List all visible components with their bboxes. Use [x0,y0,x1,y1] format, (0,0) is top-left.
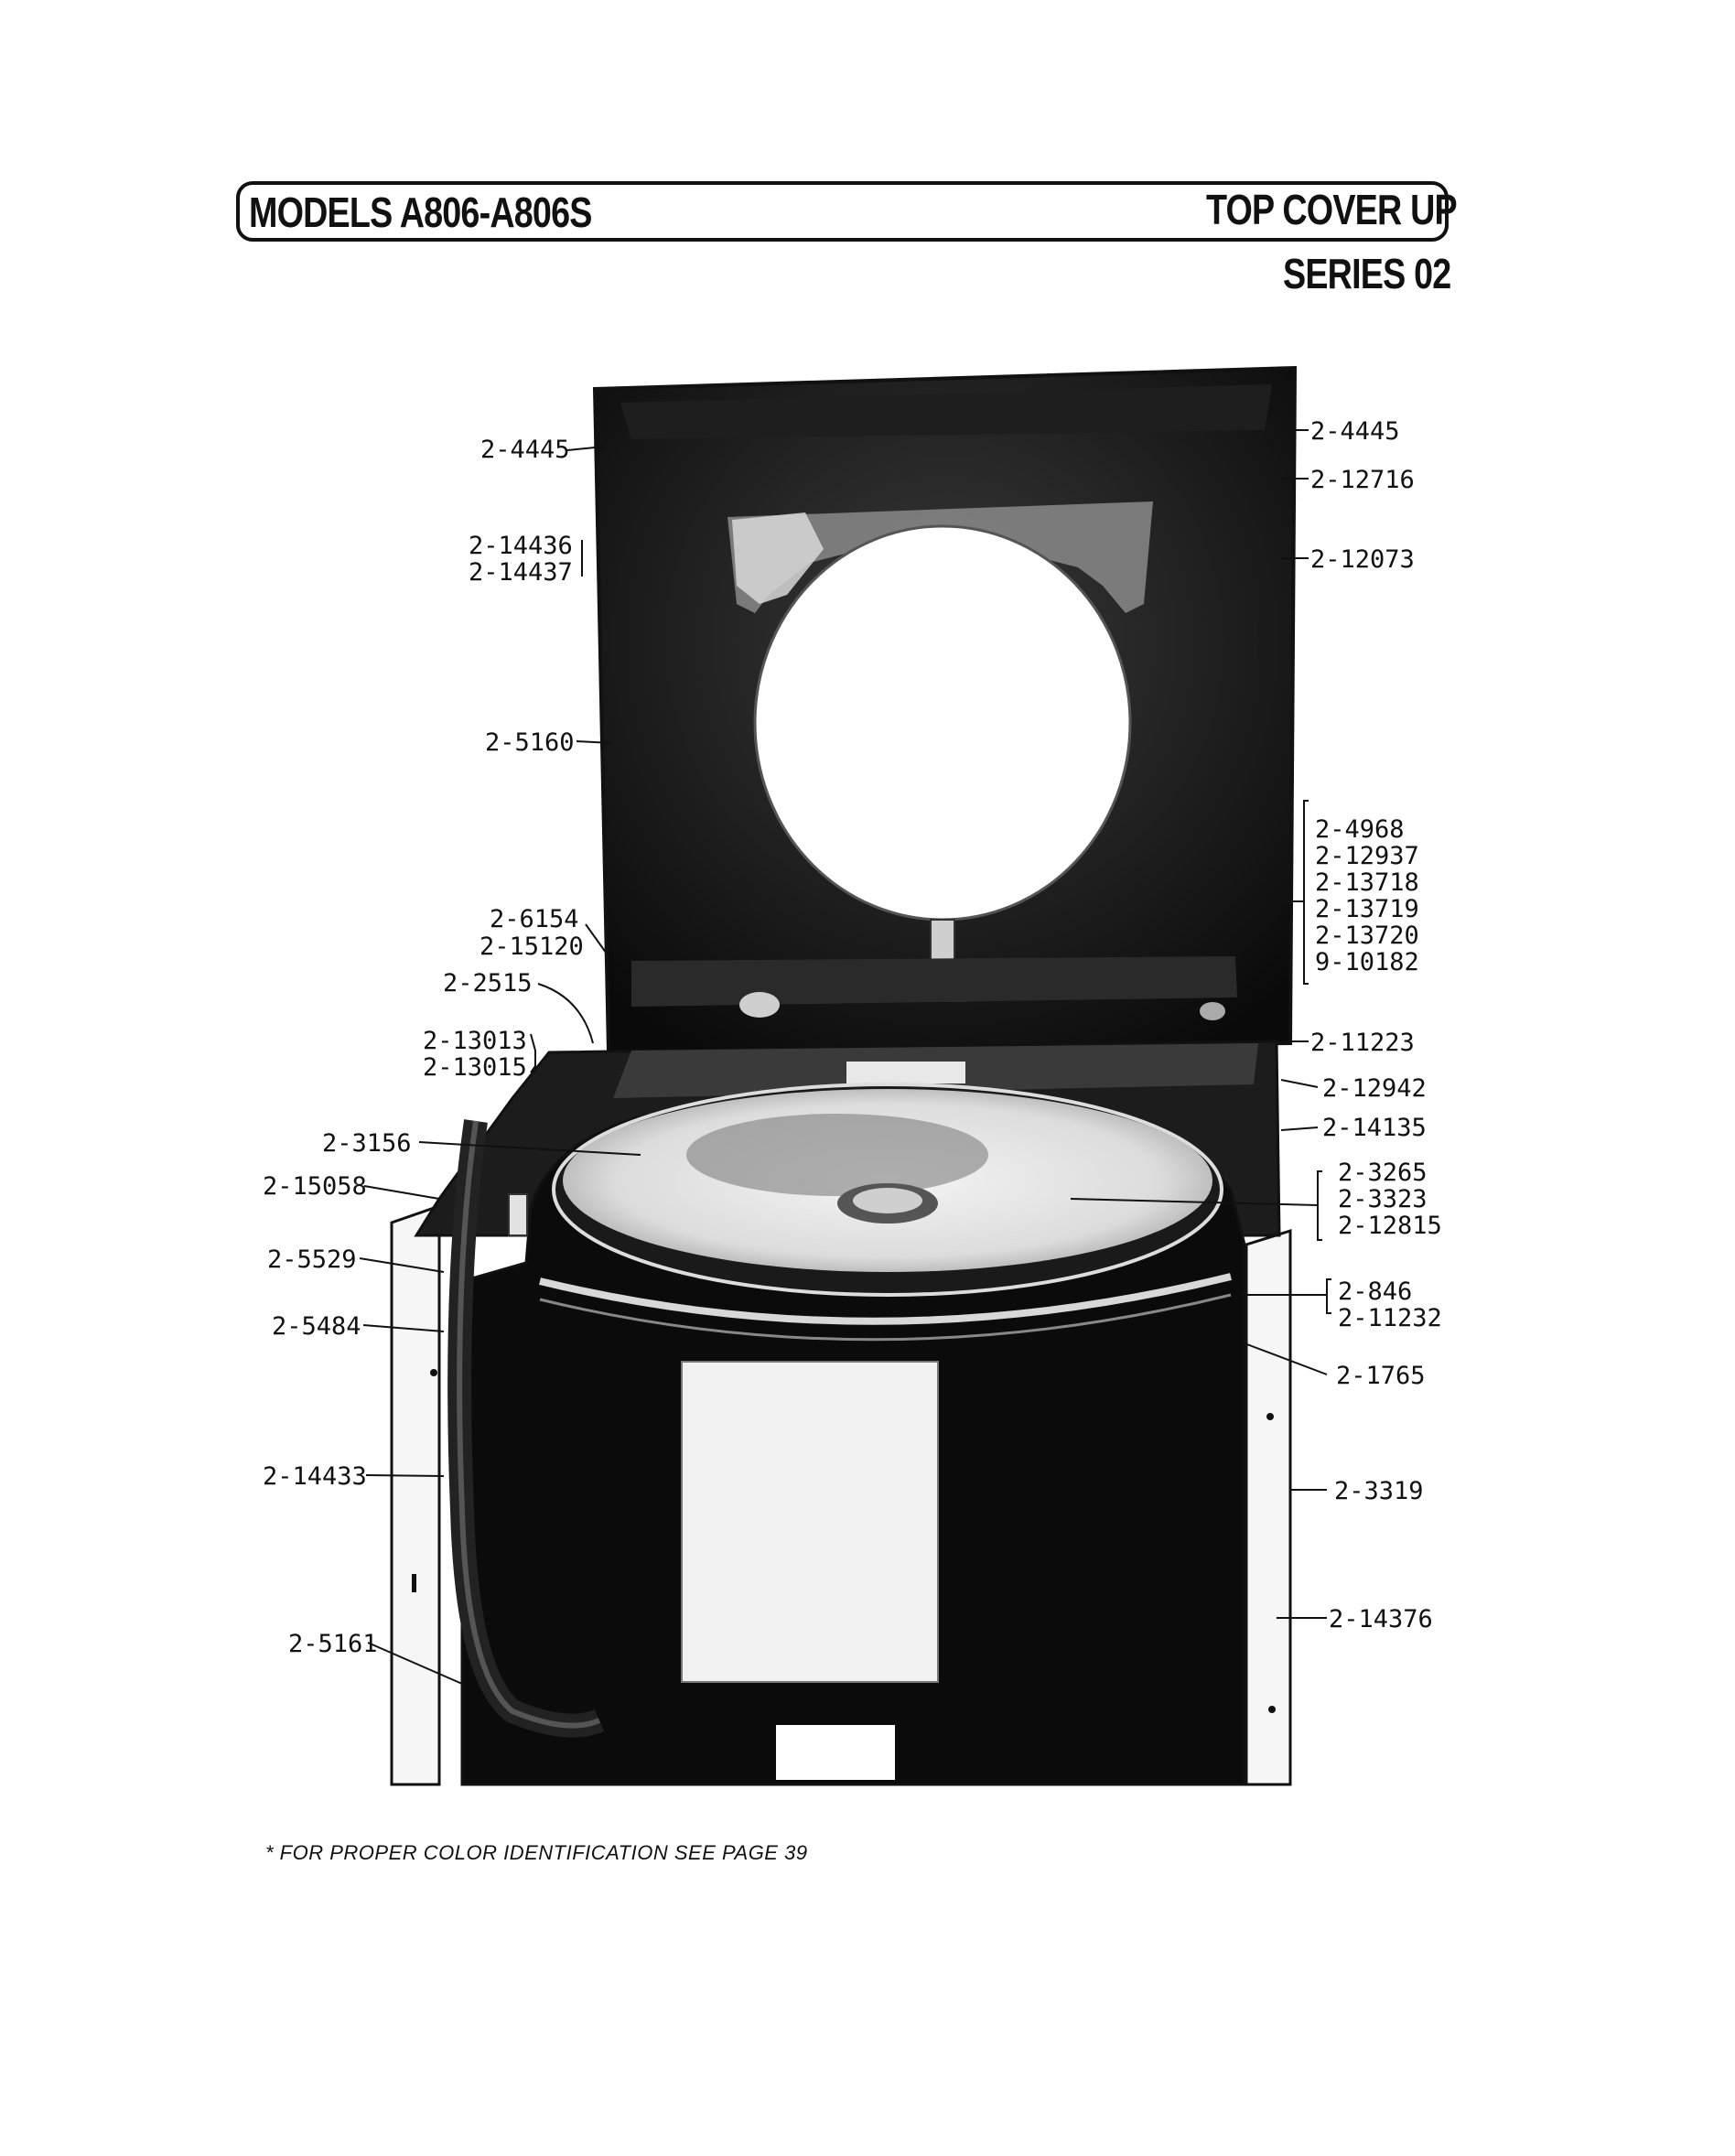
part-label-12815: 2-12815 [1338,1212,1442,1240]
footnote: * FOR PROPER COLOR IDENTIFICATION SEE PA… [265,1841,808,1864]
view-title: TOP COVER UP [1206,186,1458,233]
part-label-13013: 2-13013 [423,1027,527,1055]
part-label-11223: 2-11223 [1310,1029,1415,1057]
part-label-12716: 2-12716 [1310,466,1415,494]
part-label-12073: 2-12073 [1310,545,1415,574]
washer-tub [447,1083,1246,1786]
part-label-14376: 2-14376 [1329,1605,1433,1633]
part-label-846: 2-846 [1338,1277,1412,1306]
part-label-5161: 2-5161 [288,1630,378,1658]
part-label-4445-left: 2-4445 [480,436,570,464]
part-label-13718: 2-13718 [1315,868,1419,897]
part-label-3265: 2-3265 [1338,1159,1428,1187]
top-cover-lid [592,365,1298,1055]
part-label-15120: 2-15120 [480,932,584,961]
series-title: SERIES 02 [1283,250,1451,297]
part-label-14437: 2-14437 [469,558,573,587]
part-label-4968: 2-4968 [1315,815,1405,844]
models-title: MODELS A806-A806S [249,189,592,236]
part-label-14433: 2-14433 [263,1462,367,1491]
part-label-5529: 2-5529 [267,1245,357,1274]
cabinet [390,1203,1292,1786]
part-label-15058: 2-15058 [263,1172,367,1201]
part-label-13015: 2-13015 [423,1053,527,1082]
part-label-5484: 2-5484 [272,1312,361,1341]
part-labels: 2-4445 2-4445 2-12716 2-14436 2-14437 2-… [263,417,1442,1658]
part-label-12937: 2-12937 [1315,842,1419,870]
part-label-10182: 9-10182 [1315,948,1419,976]
part-label-14436: 2-14436 [469,532,573,560]
part-label-11232: 2-11232 [1338,1304,1442,1332]
part-label-12942: 2-12942 [1322,1074,1427,1103]
part-label-3323: 2-3323 [1338,1185,1428,1213]
part-label-2515: 2-2515 [443,969,533,997]
part-label-4445-right: 2-4445 [1310,417,1400,446]
part-label-1765: 2-1765 [1336,1362,1426,1390]
part-label-6154: 2-6154 [490,905,579,933]
part-label-3156: 2-3156 [322,1129,412,1158]
part-label-14135: 2-14135 [1322,1114,1427,1142]
part-label-3319: 2-3319 [1334,1477,1424,1505]
part-label-13719: 2-13719 [1315,895,1419,923]
leader-lines [359,429,1331,1685]
header-bar [236,181,1449,242]
part-label-13720: 2-13720 [1315,922,1419,950]
part-label-5160: 2-5160 [485,728,575,757]
